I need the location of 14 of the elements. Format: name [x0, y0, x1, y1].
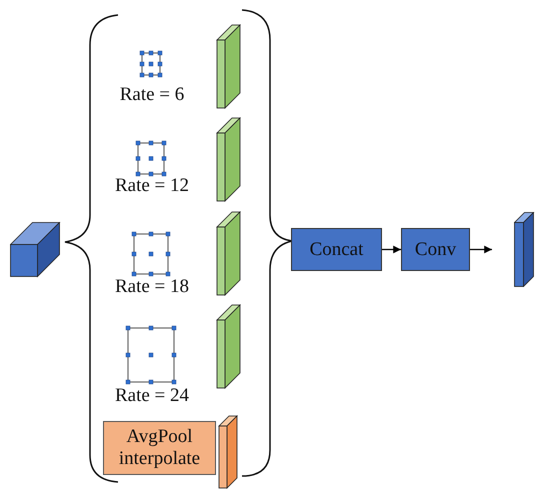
box-label: Concat	[310, 238, 364, 260]
arrow	[470, 246, 492, 254]
process-box	[401, 228, 470, 271]
rate-label: Rate = 12	[114, 175, 190, 197]
arrow	[382, 246, 401, 254]
box-label: AvgPool interpolate	[118, 426, 202, 470]
pooling-box	[103, 421, 216, 475]
rate-label: Rate = 24	[114, 385, 190, 407]
input-cube	[10, 222, 62, 278]
rate-label: Rate = 18	[114, 276, 190, 298]
process-box	[291, 228, 382, 271]
output-feature-map	[514, 212, 537, 287]
rate-label: Rate = 6	[120, 84, 184, 106]
box-label: Conv	[414, 238, 456, 260]
